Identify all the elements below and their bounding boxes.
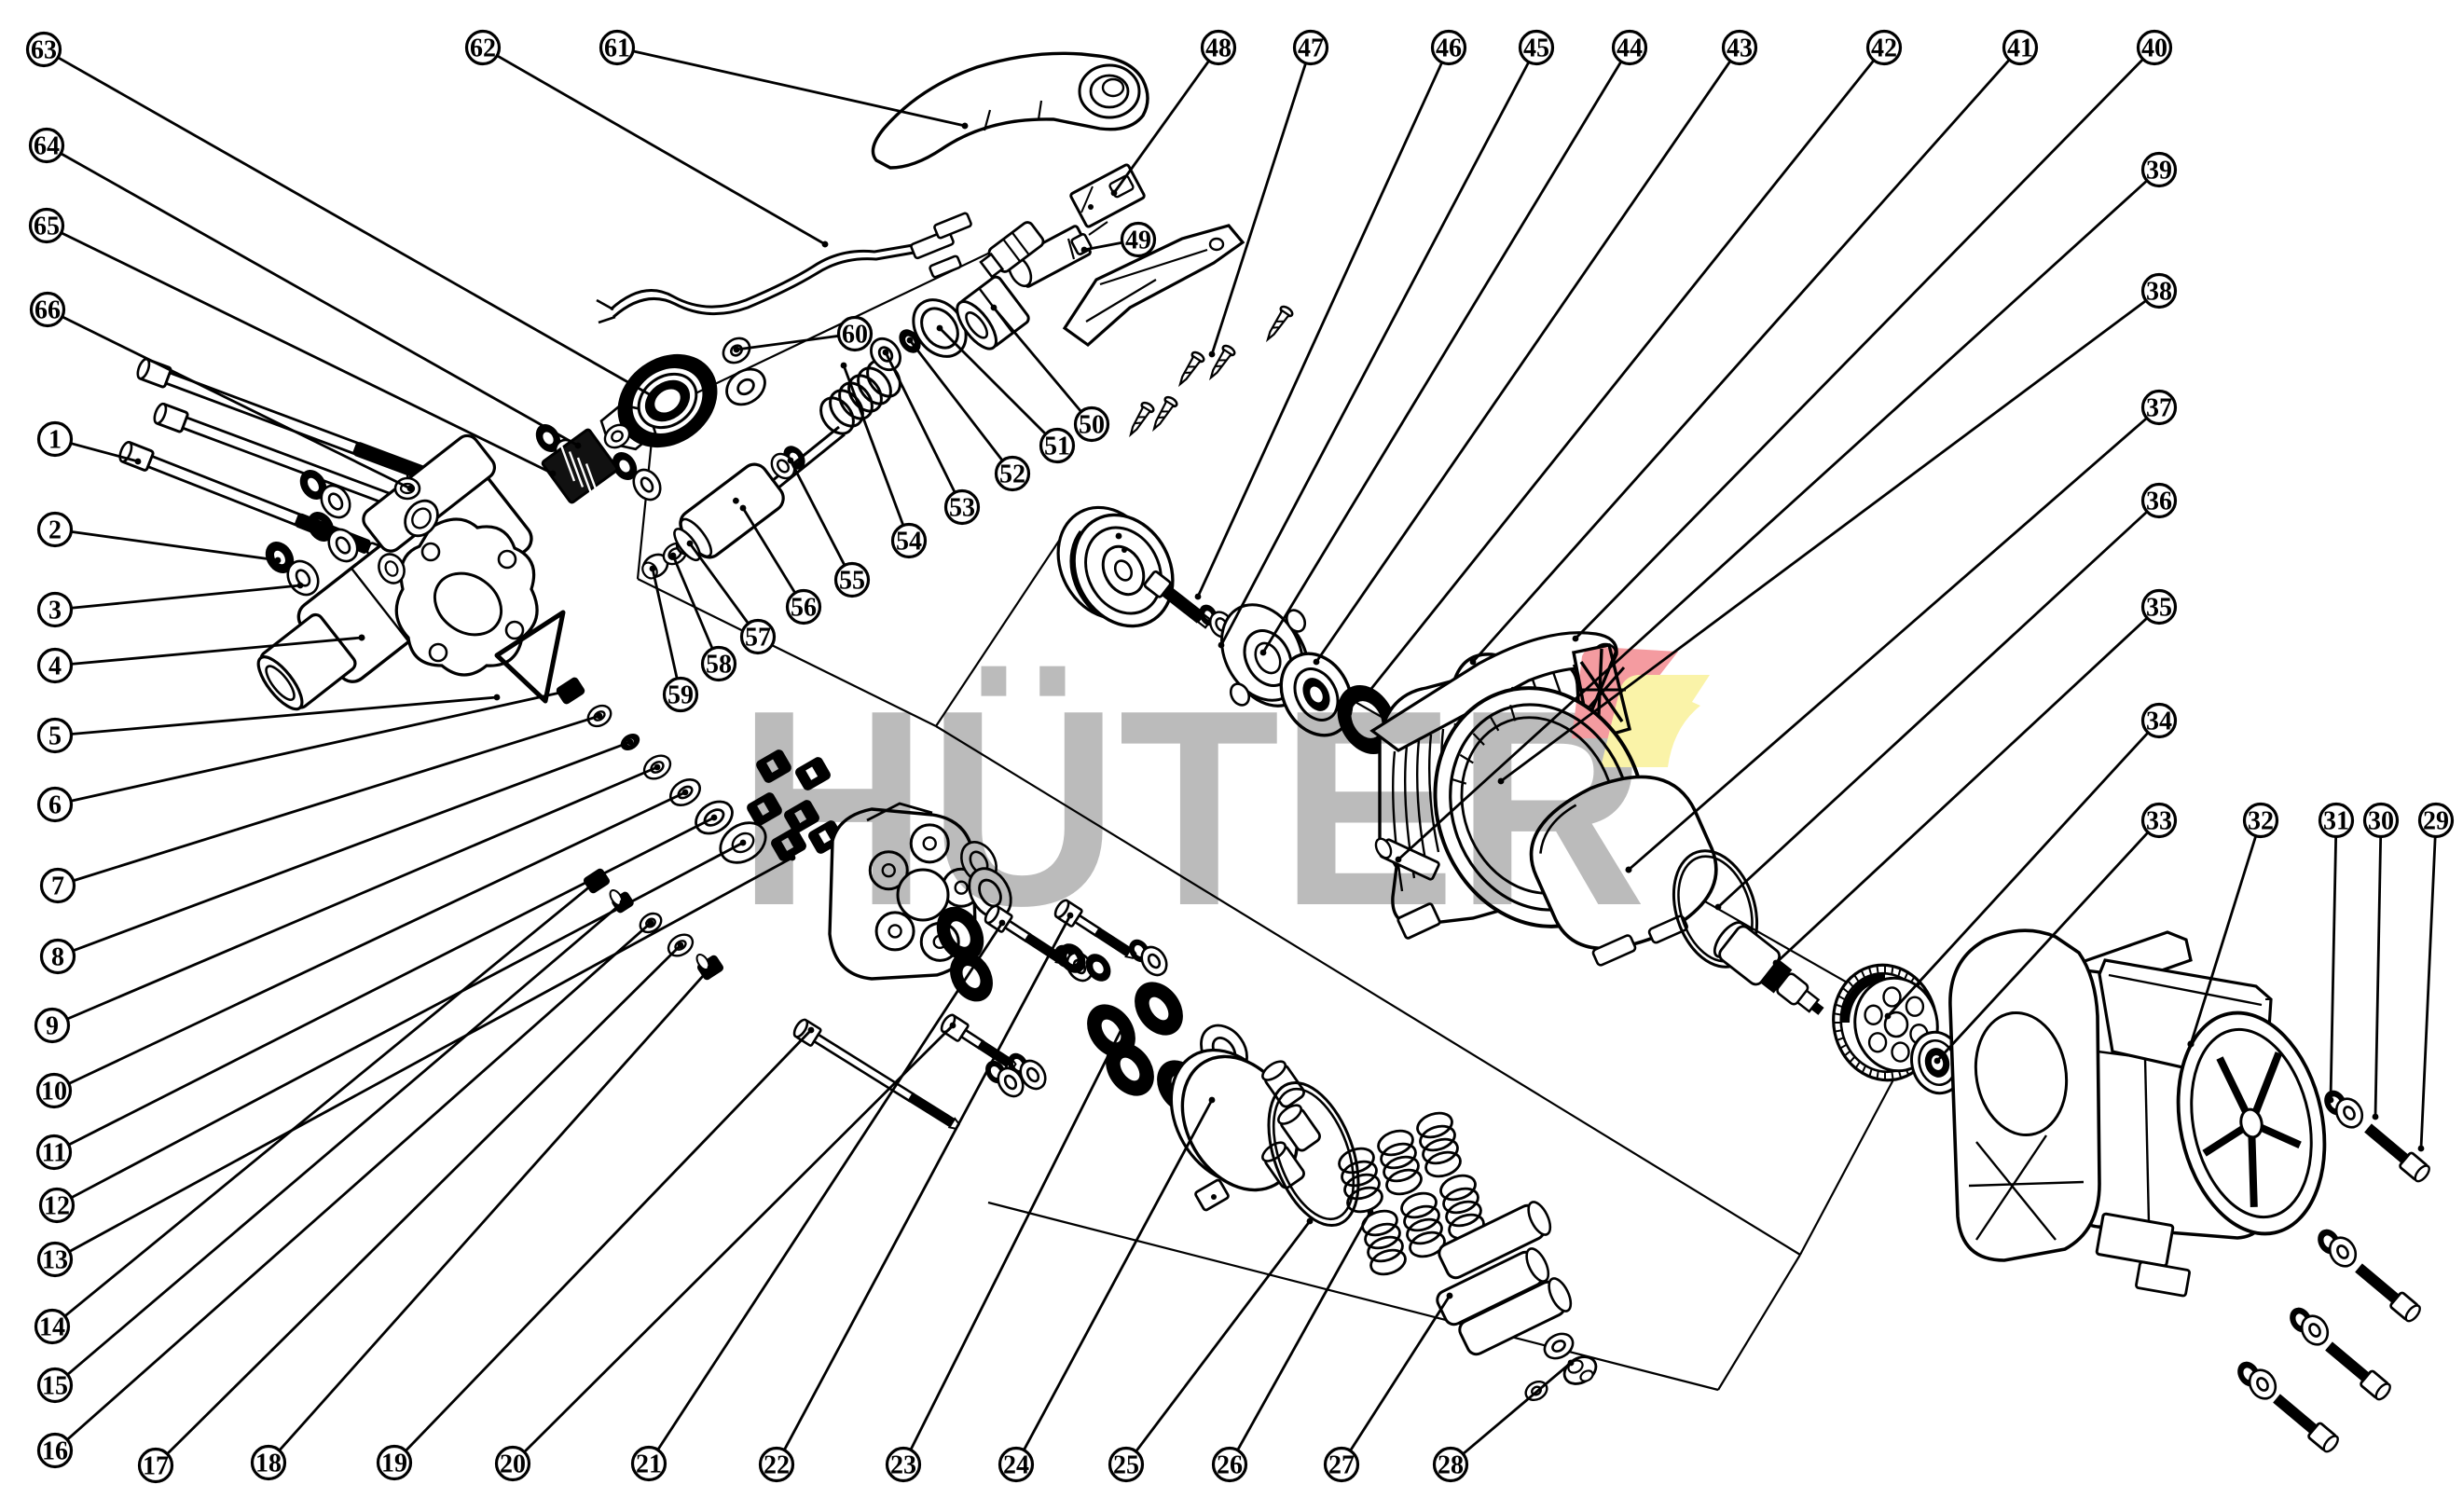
svg-text:52: 52 (999, 460, 1025, 489)
svg-text:24: 24 (1003, 1451, 1029, 1480)
svg-text:6: 6 (48, 791, 62, 820)
svg-text:10: 10 (41, 1078, 67, 1107)
svg-text:56: 56 (791, 594, 817, 623)
svg-text:49: 49 (1125, 227, 1151, 255)
svg-text:HÜTER: HÜTER (737, 653, 1646, 964)
svg-text:14: 14 (39, 1313, 65, 1342)
svg-text:8: 8 (51, 943, 64, 972)
svg-text:34: 34 (2146, 708, 2172, 736)
svg-text:63: 63 (31, 36, 57, 65)
svg-text:59: 59 (667, 681, 694, 710)
svg-text:32: 32 (2248, 807, 2274, 836)
svg-text:58: 58 (706, 651, 732, 680)
svg-text:26: 26 (1217, 1451, 1243, 1480)
svg-text:44: 44 (1617, 34, 1643, 63)
svg-text:54: 54 (896, 528, 922, 557)
svg-text:1: 1 (48, 426, 62, 455)
svg-text:29: 29 (2423, 807, 2449, 836)
svg-text:51: 51 (1044, 433, 1070, 461)
svg-text:21: 21 (636, 1450, 662, 1479)
svg-text:16: 16 (42, 1437, 68, 1466)
svg-text:15: 15 (42, 1372, 68, 1401)
svg-text:4: 4 (48, 653, 62, 681)
svg-text:45: 45 (1523, 34, 1549, 63)
svg-text:28: 28 (1438, 1451, 1464, 1480)
svg-text:22: 22 (764, 1451, 790, 1480)
svg-text:9: 9 (46, 1012, 59, 1041)
svg-text:36: 36 (2146, 488, 2172, 516)
svg-text:43: 43 (1727, 34, 1753, 63)
svg-text:5: 5 (48, 722, 62, 751)
svg-text:30: 30 (2368, 807, 2394, 836)
svg-text:48: 48 (1205, 34, 1232, 63)
svg-text:37: 37 (2146, 394, 2172, 423)
svg-text:55: 55 (839, 567, 865, 596)
svg-text:3: 3 (48, 597, 62, 625)
svg-text:61: 61 (604, 34, 630, 63)
svg-text:57: 57 (745, 624, 771, 653)
svg-text:41: 41 (2007, 34, 2033, 63)
svg-text:23: 23 (890, 1451, 916, 1480)
svg-text:25: 25 (1113, 1451, 1139, 1480)
svg-text:2: 2 (48, 516, 62, 545)
svg-text:53: 53 (949, 494, 975, 523)
svg-text:40: 40 (2141, 34, 2167, 63)
svg-text:50: 50 (1079, 411, 1105, 440)
svg-text:62: 62 (470, 34, 496, 63)
svg-text:39: 39 (2146, 157, 2172, 186)
svg-text:66: 66 (34, 296, 61, 325)
svg-text:17: 17 (143, 1452, 169, 1481)
svg-text:47: 47 (1298, 34, 1324, 63)
svg-text:46: 46 (1436, 34, 1462, 63)
svg-text:60: 60 (842, 321, 868, 350)
svg-text:64: 64 (34, 132, 60, 161)
svg-text:18: 18 (255, 1450, 282, 1478)
svg-text:65: 65 (34, 213, 60, 241)
svg-text:12: 12 (44, 1192, 70, 1221)
svg-text:35: 35 (2146, 594, 2172, 623)
svg-text:33: 33 (2146, 807, 2172, 836)
svg-text:27: 27 (1328, 1451, 1355, 1480)
svg-text:20: 20 (500, 1450, 526, 1479)
svg-text:13: 13 (42, 1246, 68, 1275)
svg-text:7: 7 (51, 873, 64, 901)
svg-text:42: 42 (1871, 34, 1897, 63)
svg-text:38: 38 (2146, 278, 2172, 307)
svg-text:31: 31 (2323, 807, 2349, 836)
svg-text:19: 19 (381, 1450, 407, 1478)
svg-text:11: 11 (42, 1139, 66, 1168)
